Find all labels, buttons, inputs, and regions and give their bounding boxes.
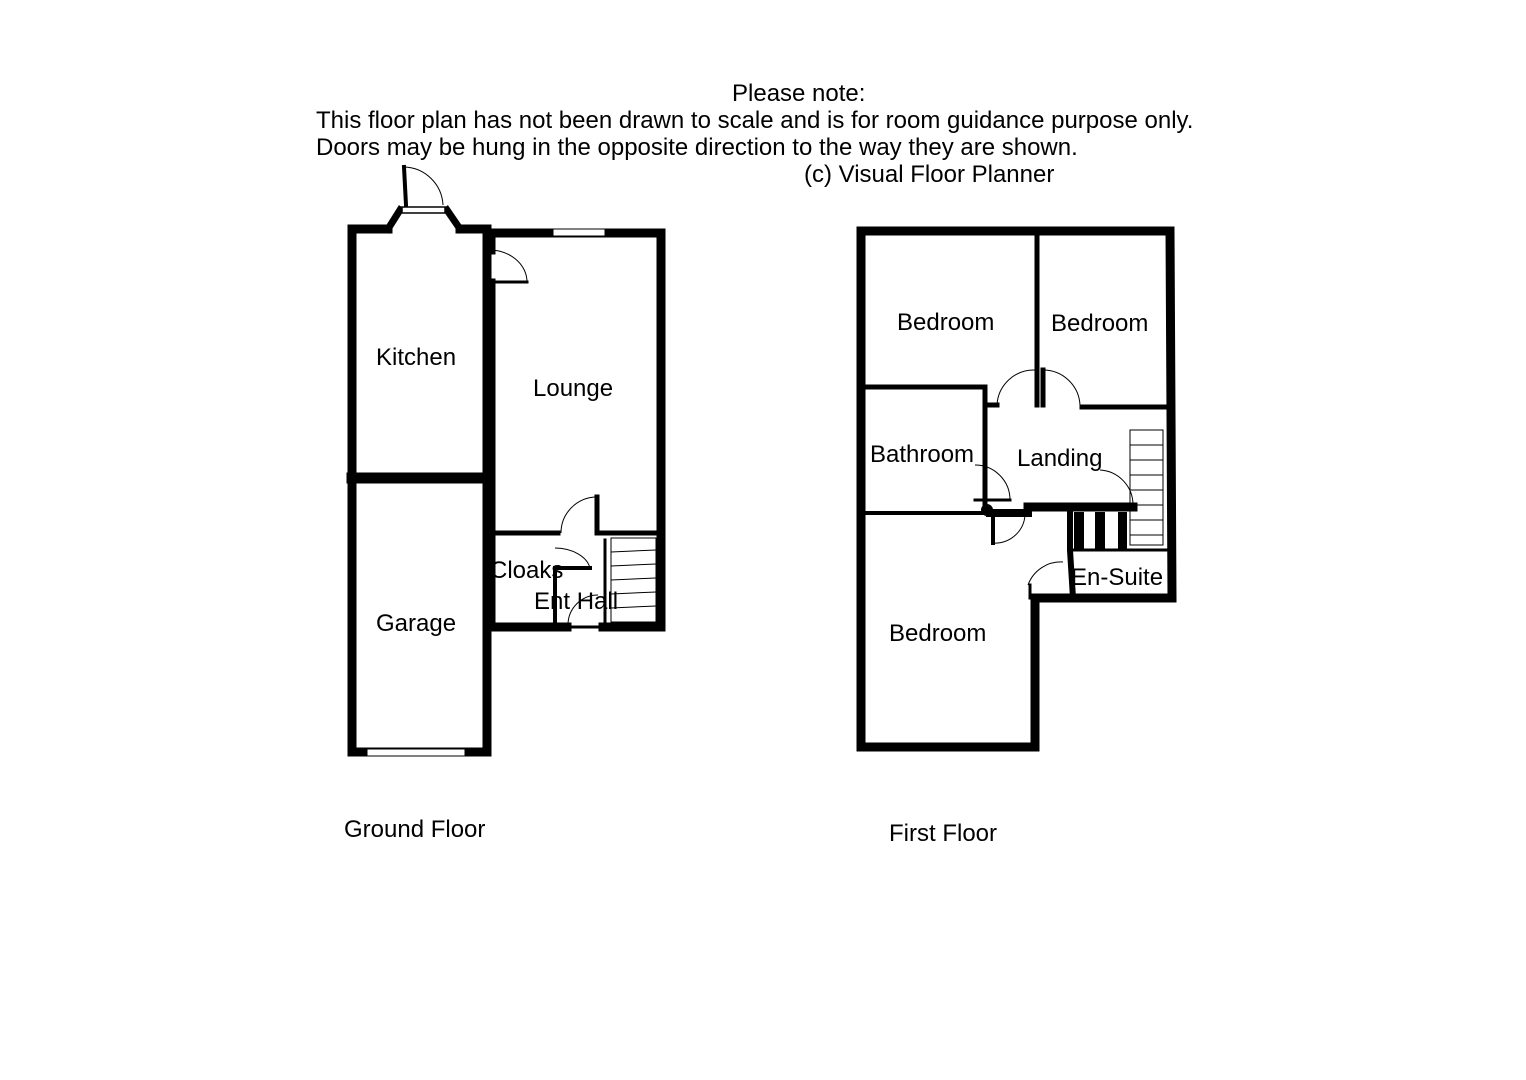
notice-heading: Please note: [732,80,866,107]
room-label-garage: Garage [376,610,456,637]
ground-floor-plan: Kitchen Lounge Garage Cloaks Ent Hall Gr… [344,164,666,843]
first-floor-stairs [1129,429,1164,546]
ground-stairs [610,537,657,623]
room-label-landing: Landing [1017,445,1102,472]
room-label-bathroom: Bathroom [870,441,974,468]
room-label-kitchen: Kitchen [376,344,456,371]
room-label-bedroom-1: Bedroom [897,309,994,336]
ground-floor-title: Ground Floor [344,816,485,843]
credit: (c) Visual Floor Planner [804,161,1055,188]
room-label-lounge: Lounge [533,375,613,402]
first-floor-title: First Floor [889,820,997,847]
room-label-bedroom-2: Bedroom [1051,310,1148,337]
room-label-en-suite: En-Suite [1071,564,1163,591]
first-floor-plan: Bedroom Bedroom Bathroom Landing En-Suit… [856,226,1177,847]
notice-line-1: This floor plan has not been drawn to sc… [316,107,1194,134]
room-label-bedroom-3: Bedroom [889,620,986,647]
room-label-cloaks: Cloaks [490,557,563,584]
notice-line-2: Doors may be hung in the opposite direct… [316,134,1078,161]
room-label-ent-hall: Ent Hall [534,588,618,615]
